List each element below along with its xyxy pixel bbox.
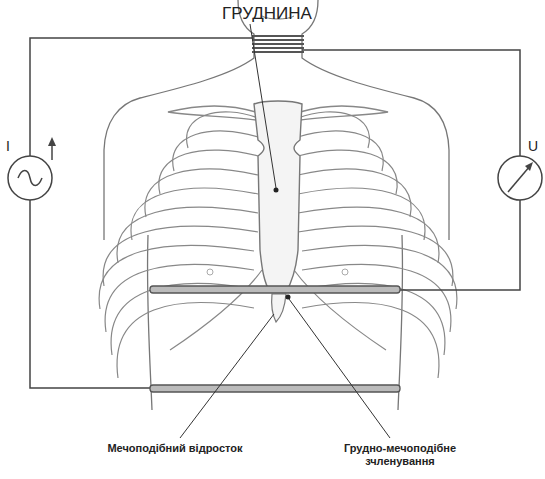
voltage-symbol: U [528,138,538,155]
current-arrow [48,137,56,146]
leader-line [180,24,390,438]
bone-name: ГРУДНИНА [222,4,312,24]
joint-dot [286,295,291,300]
voltmeter-symbol [525,162,533,171]
voltmeter-symbol [508,166,530,192]
neck-electrode [252,36,304,52]
wire [30,38,520,388]
nipple [342,269,348,275]
sternum [254,101,302,292]
chest-electrode [150,385,400,392]
chest-electrode [150,286,400,293]
part-name: Мечоподібний відросток [100,442,250,455]
part-name: Грудно-мечоподібне зчленування [320,442,480,468]
voltmeter-symbol [498,156,542,200]
current-symbol: I [6,138,10,155]
nipple [207,269,213,275]
body-outline [104,0,449,410]
ac-source-symbol [8,156,52,200]
sternum-dot [274,188,279,193]
xiphoid-process [272,294,286,322]
ac-source-symbol [18,171,42,186]
